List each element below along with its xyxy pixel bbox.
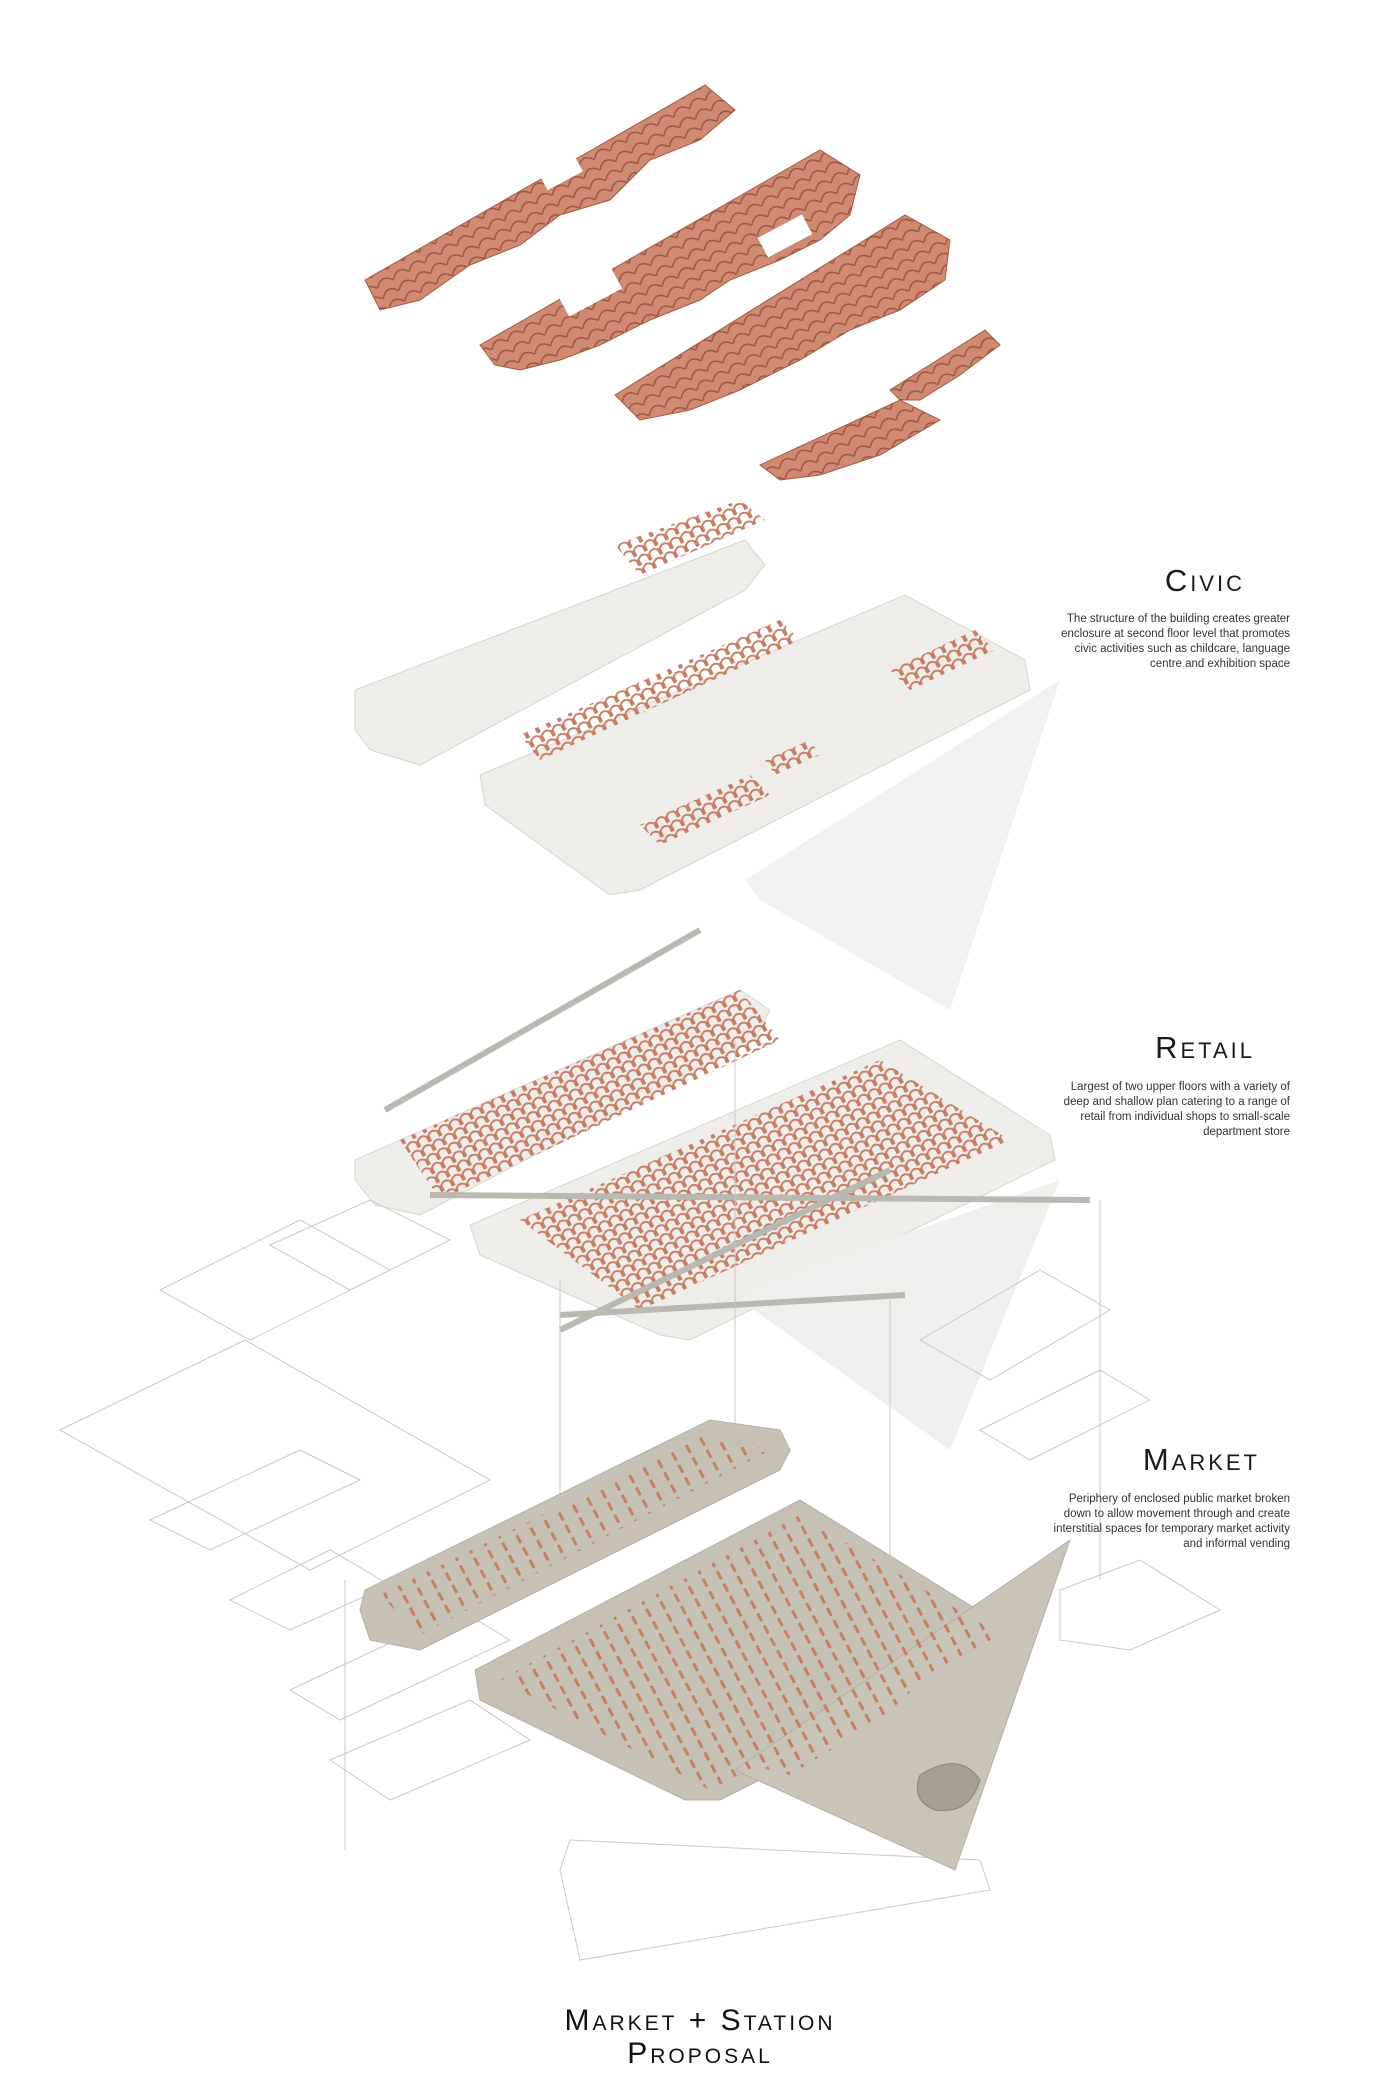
retail-walkway (429, 1192, 1091, 1203)
civic-slab-north (354, 539, 766, 766)
roof-vault-block (614, 214, 951, 421)
civic-arch-cluster (890, 630, 995, 690)
roof-vault-block (364, 84, 736, 311)
civic-level (354, 500, 1060, 1010)
roof-vault-block (759, 399, 942, 481)
retail-arch-cluster (520, 1060, 1010, 1310)
retail-arch-cluster (400, 990, 780, 1200)
retail-description: Largest of two upper floors with a varie… (1063, 1081, 1290, 1138)
retail-heading: Retail (1155, 1030, 1255, 1065)
retail-slab-shadow (740, 1180, 1060, 1450)
market-heading: Market (1142, 1442, 1260, 1477)
civic-heading: Civic (1164, 563, 1245, 598)
market-level (359, 1419, 1071, 1871)
roof-void (537, 151, 583, 191)
drawing-title-line1: Market + Station (564, 2004, 836, 2037)
market-pond (916, 1763, 981, 1812)
civic-arch-cluster (615, 500, 765, 575)
roof-vaults-layer (364, 84, 1001, 481)
roof-void (557, 267, 623, 317)
roof-vault-block (889, 329, 1001, 401)
civic-arch-cluster (640, 775, 770, 845)
civic-arch-cluster (520, 620, 800, 760)
roof-vault-block (479, 149, 861, 371)
drawing-title-line2: Proposal (627, 2037, 773, 2070)
retail-level (354, 927, 1091, 1450)
market-column-grid (750, 1660, 945, 1775)
market-description: Periphery of enclosed public market brok… (1053, 1493, 1290, 1550)
retail-walkway (558, 1167, 892, 1333)
roof-void (757, 214, 813, 258)
retail-walkway (559, 1292, 906, 1318)
civic-description: The structure of the building creates gr… (1061, 613, 1290, 670)
civic-slab-shadow (745, 680, 1060, 1010)
market-column-grid (380, 1435, 770, 1635)
civic-arch-cluster (765, 740, 820, 775)
retail-walkway (383, 927, 702, 1113)
market-column-grid (500, 1515, 1000, 1790)
